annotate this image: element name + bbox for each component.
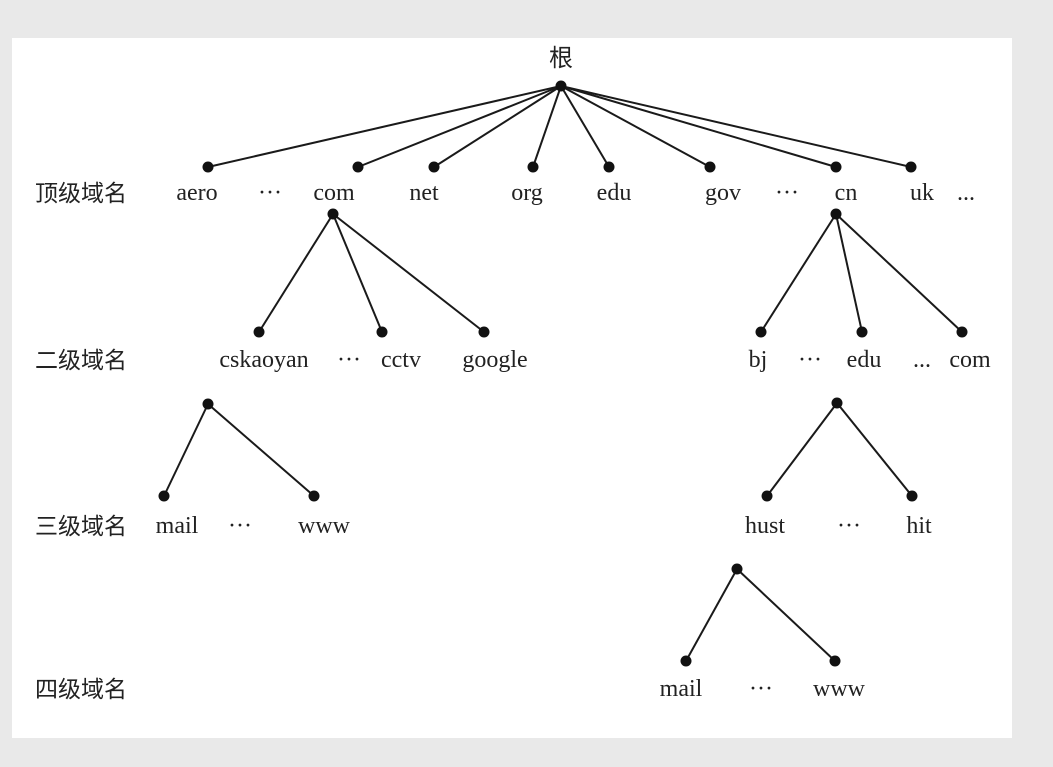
tld-uk: uk bbox=[910, 180, 934, 206]
edge-root-org bbox=[532, 85, 562, 168]
hust-ellipsis: ··· bbox=[749, 676, 773, 702]
top-level-labels: aero ··· com net org edu gov ··· cn uk .… bbox=[176, 180, 975, 206]
cskaoyan-ellipsis: ··· bbox=[228, 513, 252, 539]
edge-root-uk bbox=[560, 85, 912, 168]
node-aero bbox=[202, 161, 214, 173]
tld-cn: cn bbox=[835, 180, 858, 206]
edge-root-edu bbox=[560, 85, 610, 168]
edge-root-aero bbox=[207, 85, 562, 168]
tld-ellipsis-2: ··· bbox=[775, 180, 799, 206]
edges-hust bbox=[685, 568, 836, 662]
root-label: 根 bbox=[549, 44, 573, 72]
tld-ellipsis-3: ... bbox=[957, 180, 975, 206]
node-uk bbox=[905, 161, 917, 173]
node-hust bbox=[761, 490, 773, 502]
node-org bbox=[527, 161, 539, 173]
sld-cn-ellipsis-1: ··· bbox=[798, 347, 822, 373]
edge-cn-com bbox=[835, 213, 963, 333]
edges-cn bbox=[760, 213, 963, 333]
level-label-fourth: 四级域名 bbox=[35, 677, 127, 703]
hust-children-labels: mail ··· www bbox=[660, 676, 866, 702]
edge-com-cctv bbox=[332, 213, 383, 333]
edges-com bbox=[258, 213, 485, 333]
node-cn-top bbox=[830, 161, 842, 173]
edge-cn-edu bbox=[835, 213, 863, 333]
node-com-top bbox=[352, 161, 364, 173]
cskaoyan-mail: mail bbox=[156, 513, 199, 539]
node-gov bbox=[704, 161, 716, 173]
edu-ellipsis: ··· bbox=[837, 513, 861, 539]
node-cctv bbox=[376, 326, 388, 338]
node-cskaoyan-branch bbox=[202, 398, 214, 410]
edge-root-cn bbox=[560, 85, 837, 168]
node-com-branch bbox=[327, 208, 339, 220]
node-google bbox=[478, 326, 490, 338]
diagram-panel bbox=[12, 38, 1012, 738]
tld-aero: aero bbox=[176, 180, 217, 206]
node-hust-mail bbox=[680, 655, 692, 667]
sld-com-ellipsis: ··· bbox=[337, 347, 361, 373]
edge-com-cskaoyan bbox=[258, 213, 334, 333]
node-cskaoyan-mail bbox=[158, 490, 170, 502]
edge-root-net bbox=[433, 85, 562, 168]
node-cskaoyan bbox=[253, 326, 265, 338]
node-cn-edu bbox=[856, 326, 868, 338]
sld-cn-ellipsis-2: ... bbox=[913, 347, 931, 373]
edges-root bbox=[207, 85, 912, 168]
edge-edu-hust bbox=[766, 402, 838, 497]
node-cn-com bbox=[956, 326, 968, 338]
sld-cctv: cctv bbox=[381, 347, 421, 373]
tld-ellipsis-1: ··· bbox=[258, 180, 282, 206]
level-label-third: 三级域名 bbox=[35, 514, 127, 540]
cn-edu-children-labels: hust ··· hit bbox=[745, 513, 932, 539]
node-hust-www bbox=[829, 655, 841, 667]
node-net bbox=[428, 161, 440, 173]
edu-hust: hust bbox=[745, 513, 785, 539]
sld-cn-edu: edu bbox=[847, 347, 882, 373]
sld-cn-com: com bbox=[949, 347, 991, 373]
edge-edu-hit bbox=[836, 402, 913, 497]
node-bj bbox=[755, 326, 767, 338]
edge-com-google bbox=[332, 213, 485, 333]
edu-hit: hit bbox=[906, 513, 932, 539]
edge-hust-www bbox=[736, 568, 836, 662]
node-cskaoyan-www bbox=[308, 490, 320, 502]
edge-cskaoyan-www bbox=[207, 403, 315, 497]
cskaoyan-www: www bbox=[298, 513, 351, 539]
node-edu-top bbox=[603, 161, 615, 173]
tld-org: org bbox=[511, 180, 543, 206]
edge-cskaoyan-mail bbox=[163, 403, 209, 497]
edge-cn-bj bbox=[760, 213, 837, 333]
node-cn-edu-branch bbox=[831, 397, 843, 409]
edges-cskaoyan bbox=[163, 403, 315, 497]
sld-google: google bbox=[462, 347, 527, 373]
tld-com: com bbox=[313, 180, 355, 206]
com-children-labels: cskaoyan ··· cctv google bbox=[219, 347, 527, 373]
node-cn-branch bbox=[830, 208, 842, 220]
node-hit bbox=[906, 490, 918, 502]
tld-edu: edu bbox=[597, 180, 632, 206]
cskaoyan-children-labels: mail ··· www bbox=[156, 513, 351, 539]
sld-cskaoyan: cskaoyan bbox=[219, 347, 308, 373]
hust-mail: mail bbox=[660, 676, 703, 702]
edge-root-gov bbox=[560, 85, 711, 168]
edge-hust-mail bbox=[685, 568, 738, 662]
hust-www: www bbox=[813, 676, 866, 702]
edge-root-com bbox=[357, 85, 562, 168]
cn-children-labels: bj ··· edu ... com bbox=[749, 347, 991, 373]
node-hust-branch bbox=[731, 563, 743, 575]
node-root bbox=[555, 80, 567, 92]
node-dots bbox=[158, 80, 968, 667]
tld-net: net bbox=[409, 180, 439, 206]
edges-cn-edu bbox=[766, 402, 913, 497]
tld-gov: gov bbox=[705, 180, 741, 206]
level-label-second: 二级域名 bbox=[35, 348, 127, 374]
level-label-top: 顶级域名 bbox=[35, 181, 127, 207]
sld-bj: bj bbox=[749, 347, 768, 373]
